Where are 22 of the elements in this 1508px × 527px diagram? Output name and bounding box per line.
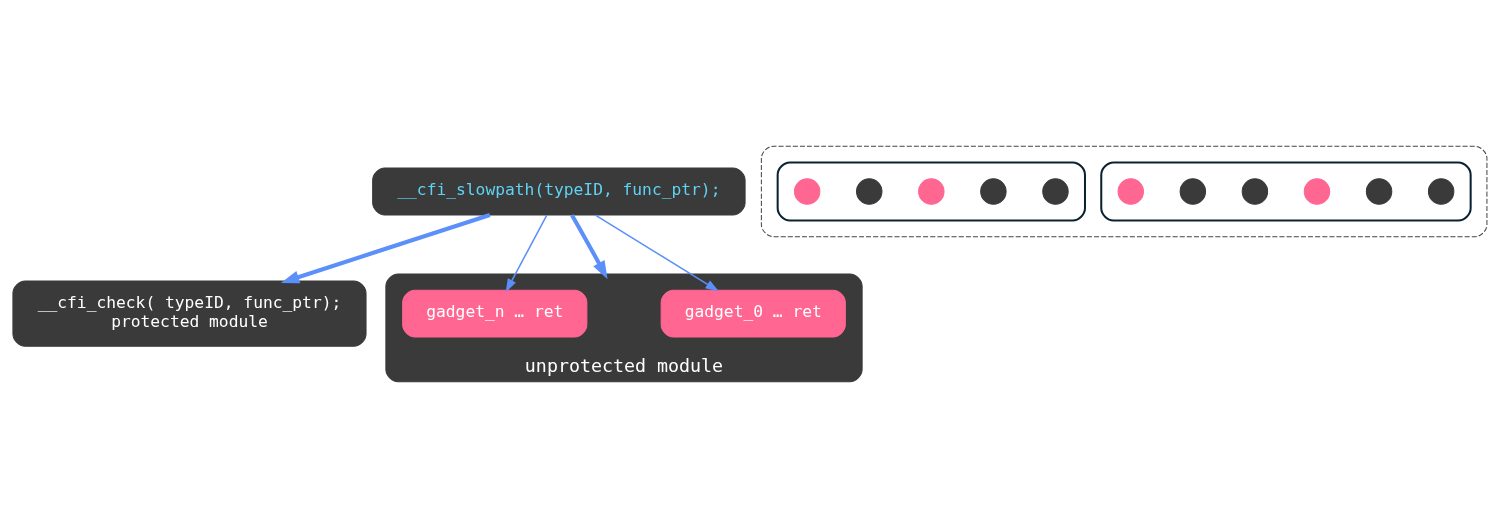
node-box: __cfi_check( typeID, func_ptr); protected module bbox=[12, 280, 367, 347]
cluster bbox=[776, 160, 1086, 221]
arrow bbox=[280, 212, 491, 283]
node-circle bbox=[980, 177, 1007, 205]
node-box: gadget_0 … ret bbox=[660, 289, 846, 337]
node-circle bbox=[856, 177, 883, 205]
arrow bbox=[594, 213, 719, 291]
node-circle bbox=[793, 177, 821, 205]
node-circle bbox=[1179, 177, 1207, 205]
node-box: __cfi_slowpath(typeID, func_ptr); bbox=[372, 167, 746, 215]
node-circle bbox=[1042, 177, 1069, 205]
node-circle bbox=[1117, 177, 1144, 205]
cluster bbox=[760, 145, 1488, 237]
node-circle bbox=[1427, 177, 1455, 205]
node-circle bbox=[918, 177, 945, 205]
node-box: gadget_n … ret bbox=[402, 289, 588, 337]
node-circle bbox=[1241, 177, 1269, 205]
cluster bbox=[1100, 160, 1472, 221]
arrow bbox=[505, 213, 548, 292]
arrow bbox=[570, 213, 608, 279]
node-circle bbox=[1303, 177, 1331, 205]
node-circle bbox=[1365, 177, 1393, 205]
